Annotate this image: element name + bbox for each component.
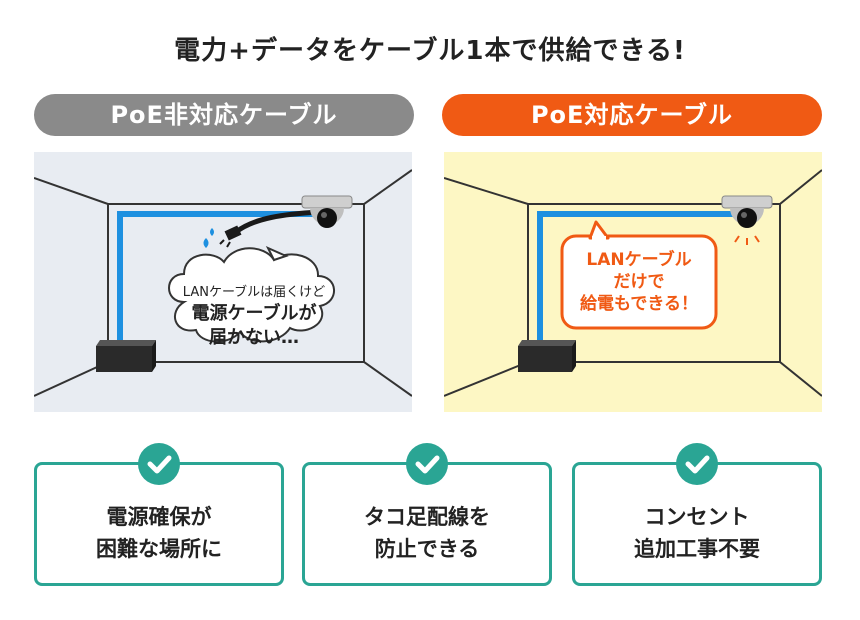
bubble-message: LANケーブルは届くけど 電源ケーブルが 届かない… [174, 284, 334, 350]
non-poe-room-illustration [34, 152, 412, 412]
thought-bubble [168, 245, 335, 343]
benefit-2-line-2: 防止できる [374, 537, 480, 561]
bubble-line-3: 届かない… [209, 327, 299, 348]
lan-cable [537, 211, 740, 344]
benefit-1-line-2: 困難な場所に [96, 537, 222, 561]
lan-cable [117, 211, 324, 344]
network-box-icon [518, 340, 576, 372]
benefit-text-3: コンセント 追加工事不要 [575, 501, 819, 565]
benefit-card-3: コンセント 追加工事不要 [572, 443, 822, 586]
callout-message: LANケーブル だけで 給電もできる！ [560, 234, 718, 330]
bubble-line-1: LANケーブルは届くけど [182, 285, 326, 300]
callout-line-2: だけで [613, 272, 665, 292]
poe-room-illustration [444, 152, 822, 412]
check-icon [138, 443, 180, 485]
security-camera-icon [301, 195, 353, 228]
benefit-2-line-1: タコ足配線を [364, 505, 490, 529]
poe-scene: LANケーブル だけで 給電もできる！ [444, 152, 822, 412]
benefit-text-1: 電源確保が 困難な場所に [37, 501, 281, 565]
power-on-indicator-icon [734, 235, 760, 245]
power-cable [234, 209, 320, 235]
non-poe-scene: LANケーブルは届くけど 電源ケーブルが 届かない… [34, 152, 412, 412]
bubble-line-2: 電源ケーブルが [191, 303, 317, 324]
poe-label: PoE対応ケーブル [442, 94, 822, 136]
callout-line-3: 給電もできる！ [580, 294, 698, 314]
benefit-3-line-1: コンセント [644, 505, 750, 529]
benefit-card-2: タコ足配線を 防止できる [302, 443, 552, 586]
page-title: 電力+データをケーブル1本で供給できる! [174, 36, 686, 66]
non-poe-label: PoE非対応ケーブル [34, 94, 414, 136]
check-icon [406, 443, 448, 485]
benefit-3-line-2: 追加工事不要 [634, 537, 760, 561]
sweat-drop-icon [203, 228, 214, 248]
callout-box [560, 220, 718, 330]
security-camera-icon [721, 195, 773, 228]
plug-icon [219, 225, 242, 248]
benefit-card-1: 電源確保が 困難な場所に [34, 443, 284, 586]
benefit-text-2: タコ足配線を 防止できる [305, 501, 549, 565]
network-box-icon [96, 340, 156, 372]
callout-line-1: LANケーブル [586, 250, 692, 270]
benefit-1-line-1: 電源確保が [106, 505, 212, 529]
check-icon [676, 443, 718, 485]
